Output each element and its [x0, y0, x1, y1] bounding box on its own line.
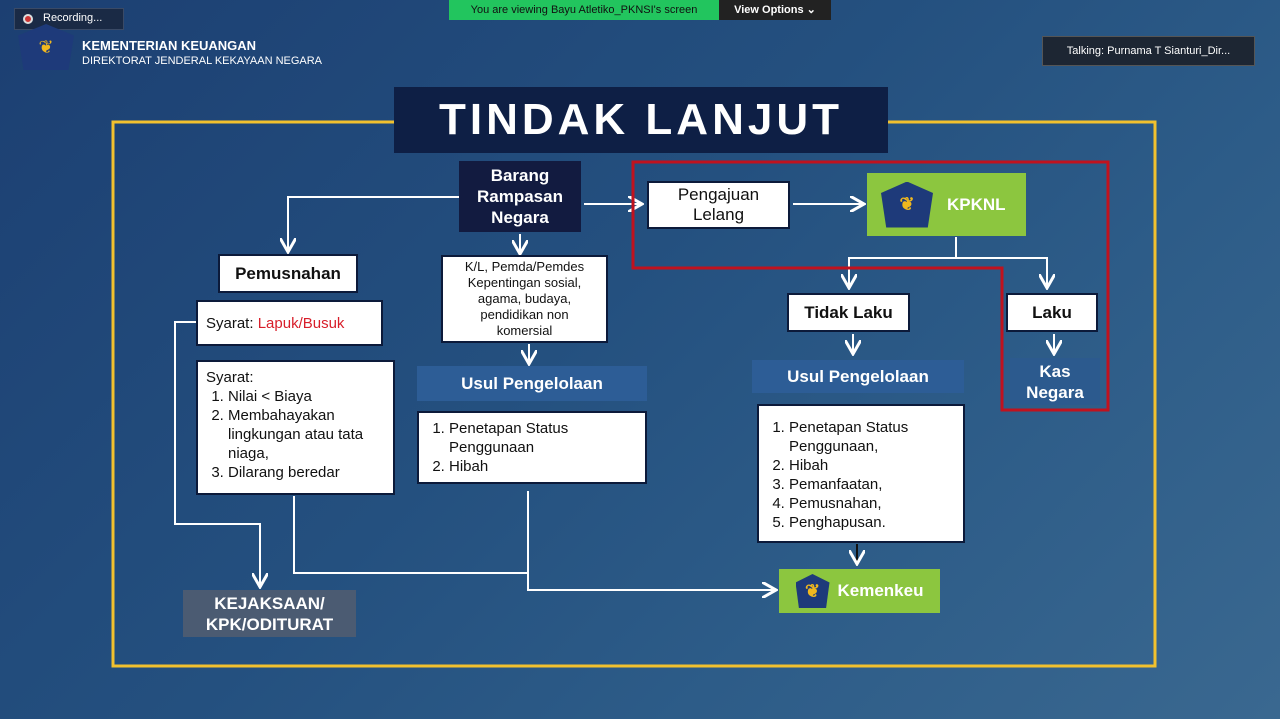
- list-item: Hibah: [789, 456, 955, 475]
- list-item: Dilarang beredar: [228, 463, 385, 482]
- chevron-down-icon: ⌄: [806, 4, 816, 16]
- kpknl-label: KPKNL: [947, 194, 1006, 214]
- view-options-label: View Options: [734, 4, 804, 16]
- node-kpknl: ❦ KPKNL: [867, 173, 1026, 236]
- node-tidak-laku: Tidak Laku: [787, 293, 910, 332]
- list-item: Penetapan Status Penggunaan: [449, 419, 637, 457]
- node-syarat-lapuk: Syarat: Lapuk/Busuk: [196, 300, 383, 346]
- list-item: Hibah: [449, 457, 637, 476]
- node-kejaksaan: KEJAKSAAN/ KPK/ODITURAT: [183, 590, 356, 637]
- node-laku: Laku: [1006, 293, 1098, 332]
- recording-label: Recording...: [43, 12, 103, 24]
- node-usul1-list: Penetapan Status PenggunaanHibah: [417, 411, 647, 484]
- list-item: Pemanfaatan,: [789, 475, 955, 494]
- syarat-value: Lapuk/Busuk: [257, 314, 345, 332]
- node-usul2-list: Penetapan Status Penggunaan,HibahPemanfa…: [757, 404, 965, 543]
- node-usul-pengelolaan-2: Usul Pengelolaan: [752, 360, 964, 393]
- list-item: Nilai < Biaya: [228, 387, 385, 406]
- syarat-list-title: Syarat:: [206, 369, 254, 386]
- node-barang-rampasan: Barang Rampasan Negara: [459, 161, 581, 232]
- kemenkeu-logo: ❦: [18, 24, 74, 70]
- syarat-label: Syarat:: [206, 314, 254, 332]
- node-kas-negara: Kas Negara: [1010, 358, 1100, 405]
- recording-indicator: Recording...: [14, 8, 124, 30]
- node-kl-pemda: K/L, Pemda/Pemdes Kepentingan sosial, ag…: [441, 255, 608, 343]
- kemenkeu-logo-icon: ❦: [795, 574, 830, 608]
- talking-indicator: Talking: Purnama T Sianturi_Dir...: [1042, 36, 1255, 66]
- dept-name: DIREKTORAT JENDERAL KEKAYAAN NEGARA: [82, 55, 323, 67]
- kemenkeu-label: Kemenkeu: [837, 581, 924, 600]
- list-item: Penghapusan.: [789, 513, 955, 532]
- view-options-button[interactable]: View Options ⌄: [719, 0, 831, 20]
- list-item: Penetapan Status Penggunaan,: [789, 418, 955, 456]
- node-pengajuan-lelang: Pengajuan Lelang: [647, 181, 790, 229]
- page-title: TINDAK LANJUT: [394, 87, 888, 153]
- node-syarat-list: Syarat:Nilai < BiayaMembahayakan lingkun…: [196, 360, 395, 495]
- kemenkeu-logo-icon: ❦: [881, 181, 933, 228]
- viewing-banner: You are viewing Bayu Atletiko_PKNSI's sc…: [449, 0, 719, 20]
- list-item: Membahayakan lingkungan atau tata niaga,: [228, 406, 385, 463]
- node-kemenkeu: ❦ Kemenkeu: [779, 569, 940, 613]
- list-item: Pemusnahan,: [789, 494, 955, 513]
- node-pemusnahan: Pemusnahan: [218, 254, 358, 293]
- node-usul-pengelolaan-1: Usul Pengelolaan: [417, 366, 647, 401]
- record-icon: [23, 14, 33, 24]
- org-name: KEMENTERIAN KEUANGAN: [82, 38, 257, 53]
